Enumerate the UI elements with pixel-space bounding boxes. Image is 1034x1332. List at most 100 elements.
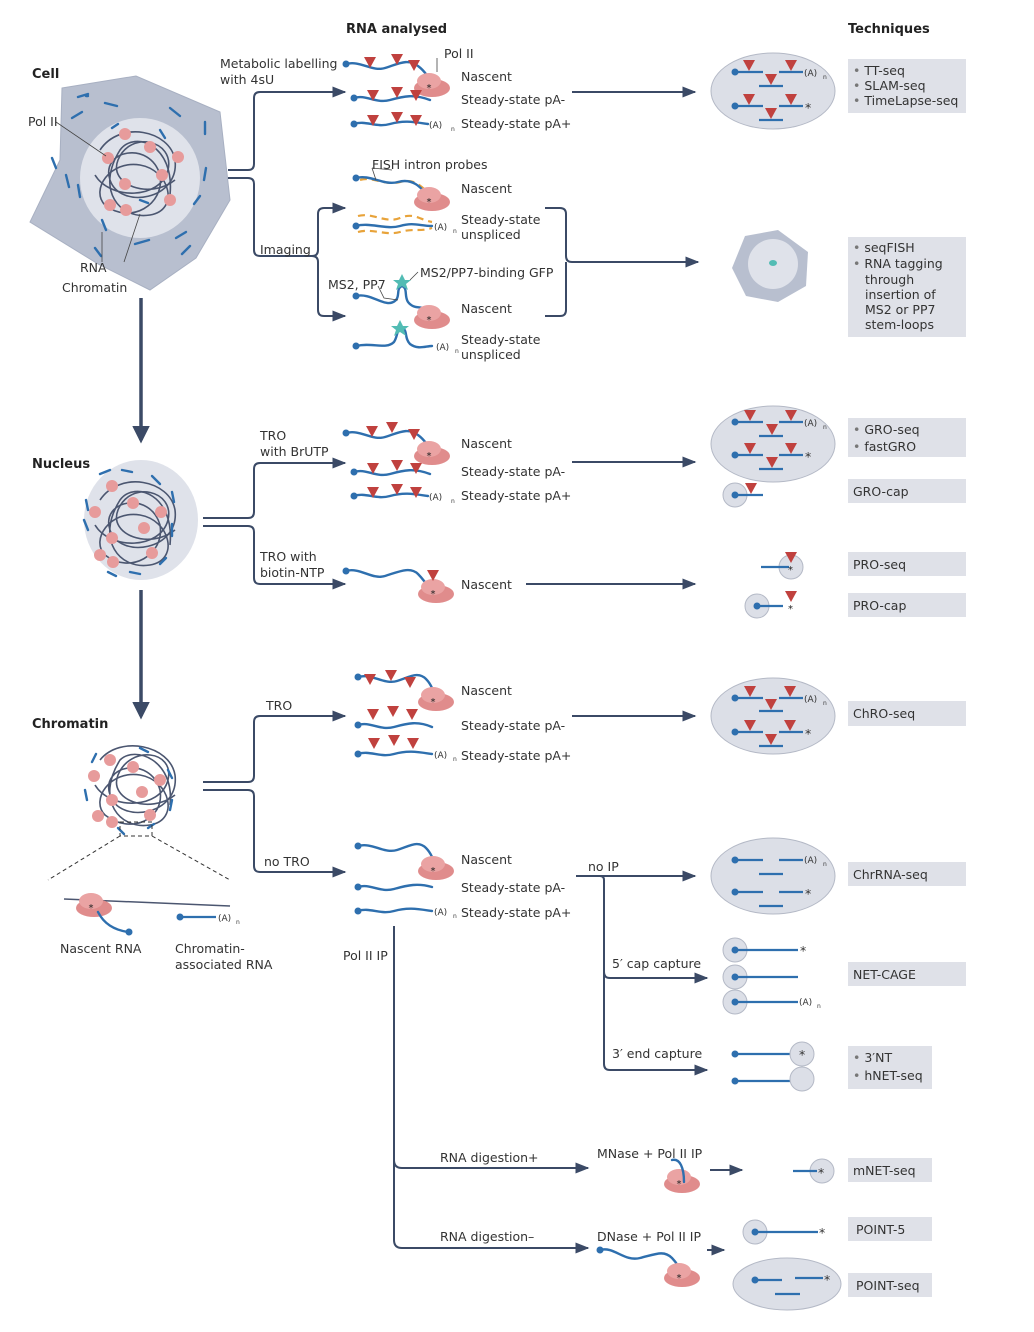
branch-label-pol2-ip: Pol II IP — [343, 948, 388, 963]
technique-box-chrrna-seq: ChrRNA-seq — [848, 862, 966, 886]
svg-text:(A): (A) — [436, 343, 449, 353]
chromatin-branch-lines — [203, 710, 744, 1256]
result-pro-cap: * — [744, 591, 797, 619]
technique-chro-seq: ChRO-seq — [853, 706, 915, 721]
svg-text:*: * — [805, 100, 811, 115]
technique-slam-seq: SLAM-seq — [864, 78, 925, 93]
result-oval-metabolic — [710, 52, 836, 130]
rna-group-imaging — [352, 167, 450, 350]
svg-text:n: n — [823, 861, 827, 868]
svg-text:Steady-state pA+: Steady-state pA+ — [461, 488, 571, 503]
result-oval-chro — [710, 677, 836, 755]
cell-label-chromatin: Chromatin — [62, 280, 127, 295]
svg-text:(A): (A) — [434, 908, 447, 918]
svg-text:Nascent: Nascent — [461, 301, 512, 316]
svg-text:Steady-state pA-: Steady-state pA- — [461, 880, 565, 895]
svg-text:*: * — [805, 449, 811, 464]
branch-label-metabolic-2: with 4sU — [220, 72, 274, 87]
zoom-label-chromatin-assoc-2: associated RNA — [175, 957, 273, 972]
cell-branch-lines — [228, 86, 700, 322]
technique-point-seq: POINT-seq — [856, 1278, 920, 1293]
svg-text:(A): (A) — [804, 695, 817, 705]
stage-label-chromatin: Chromatin — [32, 717, 108, 732]
svg-text:n: n — [455, 348, 459, 355]
technique-gro-cap: GRO-cap — [853, 484, 909, 499]
technique-box-imaging: • seqFISH • RNA tagging through insertio… — [848, 237, 966, 337]
svg-text:through: through — [865, 272, 914, 287]
svg-text:• TT-seq: • TT-seq — [853, 63, 905, 78]
zoom-label-nascent-rna: Nascent RNA — [60, 941, 142, 956]
rna-group-no-tro — [354, 842, 454, 915]
svg-text:(A): (A) — [429, 493, 442, 503]
polya-label: (A) — [429, 121, 442, 131]
technique-pro-seq: PRO-seq — [853, 557, 906, 572]
branch-label-mnase: MNase + Pol II IP — [597, 1146, 703, 1161]
chromatin-illustration — [47, 745, 231, 936]
svg-text:unspliced: unspliced — [461, 347, 521, 362]
technique-box-metabolic: • TT-seq • SLAM-seq • TimeLapse-seq — [848, 59, 966, 113]
svg-text:n: n — [823, 700, 827, 707]
result-gro-cap — [722, 482, 763, 508]
svg-text:• SLAM-seq: • SLAM-seq — [853, 78, 926, 93]
result-mnet-seq — [793, 1158, 835, 1184]
technique-3nt: 3′NT — [864, 1050, 892, 1065]
technique-box-point-seq: POINT-seq — [848, 1273, 932, 1297]
svg-text:n: n — [236, 919, 240, 926]
technique-mnet-seq: mNET-seq — [853, 1163, 916, 1178]
technique-net-cage: NET-CAGE — [853, 967, 916, 982]
svg-text:n: n — [453, 913, 457, 920]
result-oval-gro — [710, 405, 836, 483]
technique-box-gro: • GRO-seq • fastGRO — [848, 418, 966, 457]
svg-text:• GRO-seq: • GRO-seq — [853, 422, 920, 437]
cell-label-rna: RNA — [80, 260, 107, 275]
mnase-pol2 — [664, 1158, 700, 1193]
technique-point5: POINT-5 — [856, 1222, 905, 1237]
svg-text:Steady-state: Steady-state — [461, 332, 541, 347]
rna-group-metabolic — [342, 54, 450, 128]
rna-label-gfp: MS2/PP7-binding GFP — [420, 265, 554, 280]
technique-timelapse-seq: TimeLapse-seq — [863, 93, 958, 108]
cell-label-pol2: Pol II — [28, 114, 58, 129]
svg-text:• TimeLapse-seq: • TimeLapse-seq — [853, 93, 958, 108]
branch-label-end-capture: 3′ end capture — [612, 1046, 702, 1061]
zoom-label-chromatin-assoc-1: Chromatin- — [175, 941, 245, 956]
svg-text:*: * — [824, 1272, 830, 1287]
svg-text:Nascent: Nascent — [461, 852, 512, 867]
branch-label-tro-brutp-1: TRO — [259, 428, 286, 443]
rna-group-tro-biotin — [342, 567, 454, 603]
result-end-capture — [731, 1041, 815, 1092]
technique-gro-seq: GRO-seq — [864, 422, 919, 437]
technique-box-gro-cap: GRO-cap — [848, 479, 966, 503]
svg-text:Steady-state pA+: Steady-state pA+ — [461, 748, 571, 763]
svg-text:(A): (A) — [804, 856, 817, 866]
technique-chrrna-seq: ChrRNA-seq — [853, 867, 928, 882]
rna-group-tro-chromatin — [354, 670, 454, 758]
svg-text:*: * — [788, 604, 793, 615]
svg-text:• seqFISH: • seqFISH — [853, 240, 915, 255]
svg-text:Steady-state: Steady-state — [461, 212, 541, 227]
branch-label-tro: TRO — [265, 698, 292, 713]
svg-text:(A): (A) — [434, 751, 447, 761]
branch-label-imaging: Imaging — [260, 242, 311, 257]
result-point5 — [742, 1219, 818, 1245]
svg-text:n: n — [823, 74, 827, 81]
svg-text:Nascent: Nascent — [461, 577, 512, 592]
result-cell-imaging — [732, 230, 808, 302]
pol2-leader-line — [55, 121, 107, 157]
svg-text:*: * — [788, 565, 793, 576]
technique-box-point5: POINT-5 — [848, 1217, 932, 1241]
technique-seqfish: seqFISH — [864, 240, 914, 255]
svg-text:*: * — [805, 886, 811, 901]
svg-text:*: * — [819, 1225, 825, 1240]
svg-text:*: * — [800, 943, 806, 958]
svg-text:Steady-state pA-: Steady-state pA- — [461, 718, 565, 733]
branch-label-tro-biotin-1: TRO with — [259, 549, 317, 564]
branch-label-dnase: DNase + Pol II IP — [597, 1229, 701, 1244]
technique-hnet-seq: hNET-seq — [864, 1068, 922, 1083]
technique-box-chro-seq: ChRO-seq — [848, 701, 966, 726]
svg-text:(A): (A) — [799, 998, 812, 1008]
svg-text:Steady-state pA-: Steady-state pA- — [461, 464, 565, 479]
svg-text:• 3′NT: • 3′NT — [853, 1050, 893, 1065]
svg-text:MS2 or PP7: MS2 or PP7 — [865, 302, 935, 317]
